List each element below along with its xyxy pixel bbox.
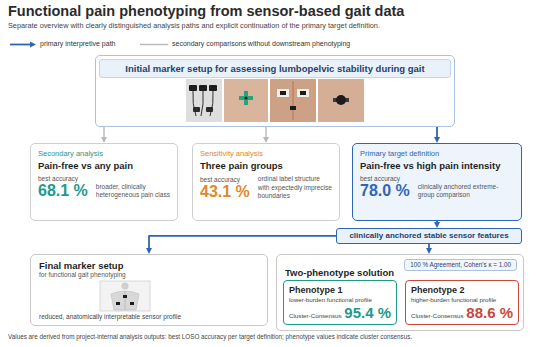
subtitle: Separate overview with clearly distingui… (8, 22, 380, 31)
sensor-dot (244, 96, 247, 99)
marker-photos (186, 79, 364, 122)
tape (297, 89, 309, 97)
connector (434, 127, 440, 143)
green-marker (239, 96, 253, 100)
consensus-value: 95.4 % (344, 305, 391, 320)
metric-note: clinically anchored extreme-group compar… (418, 183, 514, 200)
connector (263, 127, 269, 143)
legend-arrowhead (30, 42, 36, 48)
metric-value: 68.1 % (38, 183, 88, 200)
phenotype-heading: Phenotype 2 (411, 285, 513, 296)
phenotype-group: Two-phenotype solution 100 % Agreement, C… (276, 254, 524, 331)
setup-heading: Initial marker setup for assessing lumbo… (99, 59, 451, 78)
metric-column: best accuracy78.0 % (360, 175, 410, 200)
marker-setup-box: Final marker setupfor functional gait ph… (30, 254, 268, 326)
metric-note: ordinal label structure with expectedly … (258, 175, 332, 200)
sensor-cable (193, 91, 213, 116)
phenotype-row: Cluster-Consensus88.6 % (411, 305, 513, 320)
photo-sensors (186, 79, 222, 122)
analysis-heading: Pain-free vs high pain intensity (360, 160, 514, 171)
sensor (280, 91, 286, 95)
phenotype-heading: Phenotype 1 (289, 285, 391, 296)
metric-column: best accuracy68.1 % (38, 175, 88, 200)
legend-text: secondary comparisons without downstream… (172, 40, 350, 48)
agreement-badge: 100 % Agreement, Cohen's κ = 1.00 (404, 259, 517, 271)
metric-column: best accuracy43.1 % (200, 176, 250, 201)
metric-row: best accuracy78.0 % clinically anchored e… (360, 175, 514, 200)
metric-caption: best accuracy (38, 175, 88, 183)
spine-line (292, 81, 293, 120)
metric-note: broader, clinically heterogeneous pain c… (96, 183, 170, 200)
badge-text: 100 % Agreement, Cohen's κ = 1.00 (410, 261, 511, 269)
back-figure (100, 281, 150, 311)
sensor (300, 91, 306, 95)
figure-torso (111, 291, 139, 310)
figure-frame (100, 281, 150, 311)
legend-line-secondary (140, 44, 168, 45)
legend-line-primary (10, 44, 30, 46)
analysis-box: Secondary analysisPain-free vs any pain b… (30, 143, 178, 221)
connector (426, 244, 432, 254)
metric-row: best accuracy68.1 % broader, clinically h… (38, 175, 170, 200)
phenotype-note: lower-burden functional profile (289, 296, 391, 304)
figure-spine (125, 291, 126, 310)
connector-line (149, 236, 336, 249)
sensor (116, 302, 120, 305)
analysis-box: Sensitivity analysisThree pain groups bes… (192, 143, 340, 221)
setup-subheading: for functional gait phenotyping (39, 271, 259, 279)
phenotype-row: Cluster-Consensus95.4 % (289, 305, 391, 320)
setup-box: Initial marker setup for assessing lumbo… (95, 55, 455, 127)
phenotype-box: Phenotype 2higher-burden functional prof… (405, 280, 519, 325)
sensor (130, 302, 134, 305)
sensor (123, 295, 127, 298)
analysis-box: Primary target definitionPain-free vs hi… (352, 143, 522, 221)
consensus-value: 88.6 % (466, 305, 513, 320)
photo-skin (318, 79, 364, 122)
analysis-tag: Secondary analysis (38, 149, 170, 158)
consensus-caption: Cluster-Consensus (289, 312, 342, 319)
connector (101, 127, 107, 143)
sensor (199, 85, 207, 91)
sensor (193, 107, 200, 112)
metric-row: best accuracy43.1 % ordinal label structu… (200, 175, 332, 200)
sensor (290, 106, 296, 110)
sensor (189, 85, 197, 91)
photo-back (270, 79, 316, 122)
feature-band: clinically anchored stable sensor featur… (336, 228, 522, 244)
green-marker (244, 91, 248, 105)
analysis-heading: Three pain groups (200, 160, 332, 171)
connector-line (103, 127, 104, 138)
phenotype-note: higher-burden functional profile (411, 296, 513, 304)
connector (434, 221, 440, 228)
connector-line (265, 127, 266, 138)
metric-value: 78.0 % (360, 183, 410, 200)
analysis-heading: Pain-free vs any pain (38, 160, 170, 171)
connector (146, 236, 336, 254)
legend-text: primary interpretive path (40, 40, 115, 48)
figure-head (122, 283, 129, 290)
band-text: clinically anchored stable sensor featur… (341, 231, 517, 241)
group-heading: Two-phenotype solution (285, 267, 394, 278)
analysis-tag: Sensitivity analysis (200, 149, 332, 158)
connector-line (436, 127, 438, 138)
setup-heading: Final marker setup (39, 260, 259, 271)
diagram-title: Functional pain phenotyping from sensor-… (8, 3, 404, 20)
metric-value: 43.1 % (200, 184, 250, 201)
tape (277, 89, 289, 97)
phenotype-box: Phenotype 1lower-burden functional profi… (283, 280, 397, 325)
metric-caption: best accuracy (360, 175, 410, 183)
sensor (336, 95, 346, 105)
consensus-caption: Cluster-Consensus (411, 312, 464, 319)
photo-skin (224, 79, 268, 122)
sensor (209, 85, 217, 91)
caption: Values are derived from project-internal… (8, 333, 544, 341)
sensor (206, 107, 213, 112)
analysis-tag: Primary target definition (360, 149, 514, 158)
setup-note: reduced, anatomically interpretable sens… (39, 313, 181, 321)
metric-caption: best accuracy (200, 176, 250, 184)
